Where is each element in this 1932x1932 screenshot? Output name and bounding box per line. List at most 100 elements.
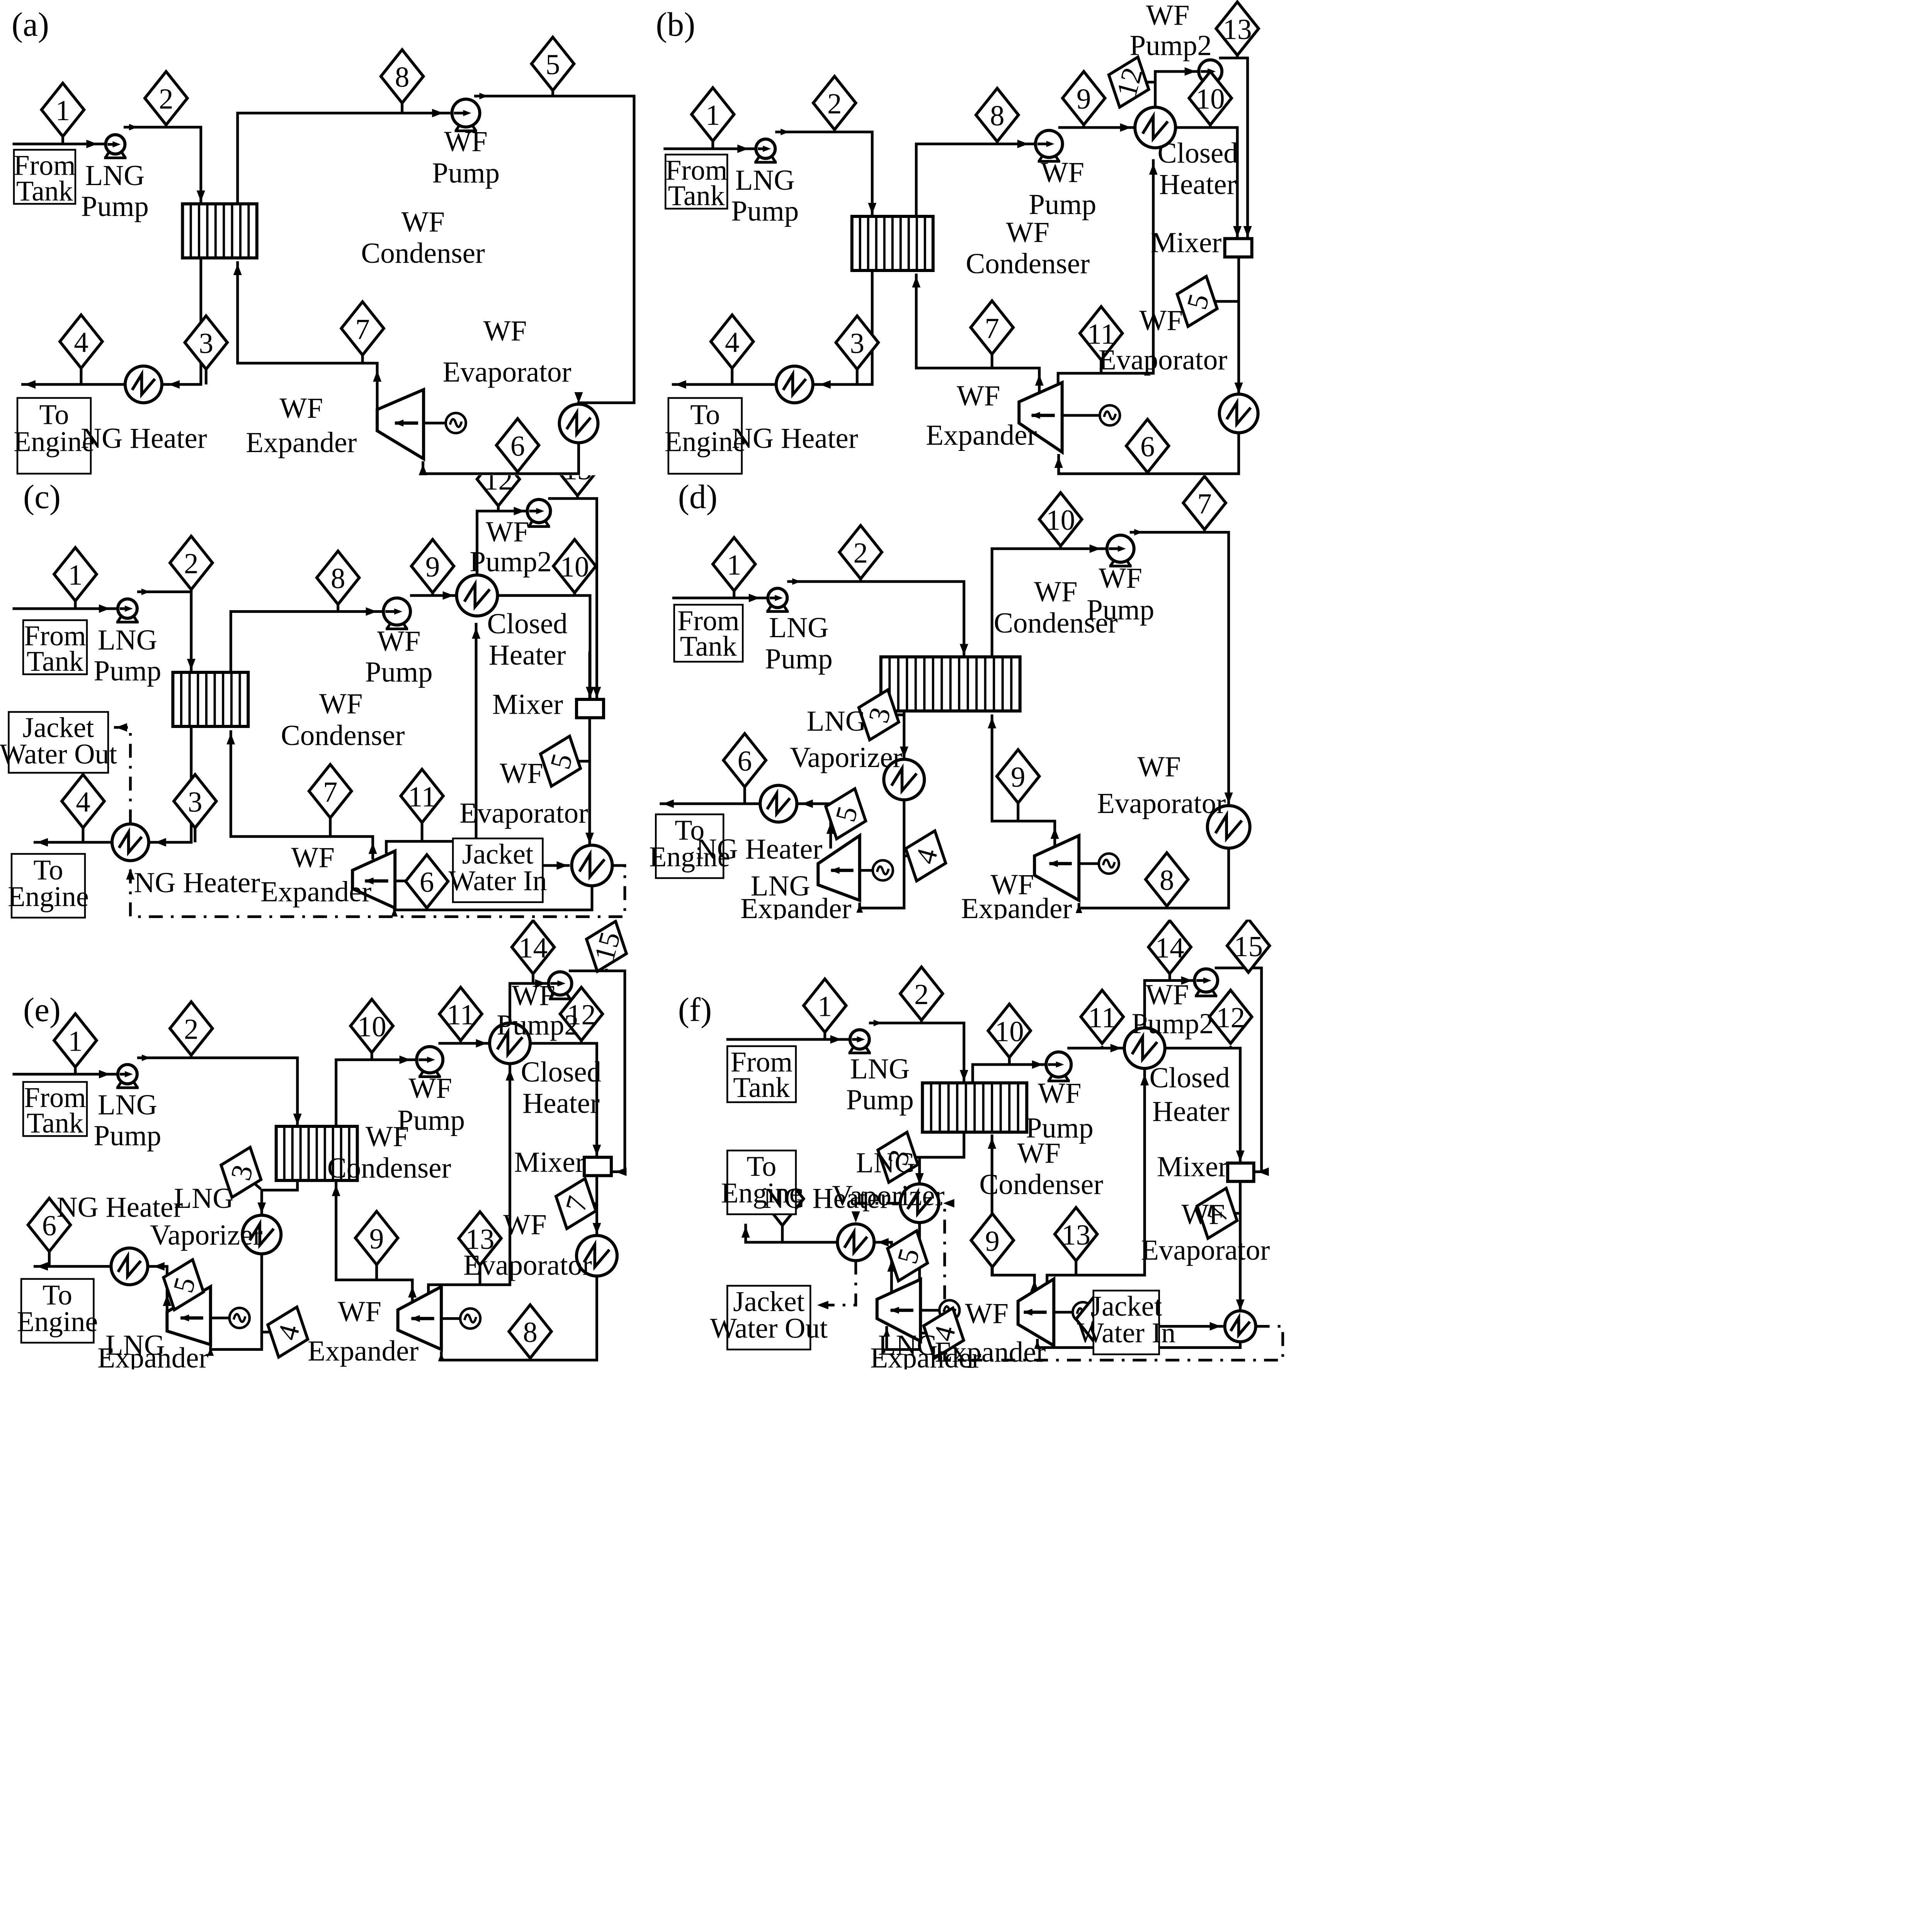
component-label: LNG — [174, 1182, 233, 1214]
arrowhead-icon — [1046, 141, 1054, 147]
component-label: Pump2 — [497, 1009, 578, 1041]
mixer-icon — [583, 1155, 613, 1177]
component-label: LNG — [735, 164, 795, 196]
pump-icon — [754, 138, 777, 164]
component-label: Evaporator — [1097, 787, 1226, 820]
node-number: 6 — [510, 430, 525, 462]
node-number: 3 — [199, 327, 213, 359]
terminal-box-label: Water In — [1077, 1317, 1175, 1349]
arrowhead-icon — [1236, 1299, 1245, 1311]
component-label: WF — [408, 1072, 452, 1104]
arrowhead-icon — [737, 145, 749, 153]
arrowhead-icon — [1031, 412, 1040, 419]
stream-node: 14 — [1146, 920, 1193, 976]
panel-label: (e) — [23, 991, 61, 1029]
component-label: Pump — [1087, 594, 1154, 626]
heat-exchanger-icon — [1223, 1309, 1257, 1344]
node-number: 7 — [1197, 488, 1212, 520]
component-label: LNG — [98, 1089, 157, 1121]
arrowhead-icon — [438, 1352, 445, 1361]
arrowhead-icon — [592, 687, 601, 698]
stream-node: 5 — [1175, 274, 1219, 329]
component-label: Pump — [397, 1104, 465, 1136]
arrowhead-icon — [615, 1167, 627, 1176]
heat-exchanger-icon — [455, 573, 499, 618]
arrowhead-icon — [141, 588, 150, 595]
node-number: 10 — [1046, 504, 1075, 536]
component-label: Condenser — [327, 1152, 451, 1184]
component-label: WF — [500, 757, 543, 789]
terminal-box-label: To — [43, 1279, 72, 1311]
heat-exchanger-icon — [836, 1222, 876, 1262]
flow-line — [137, 1056, 299, 1126]
arrowhead-icon — [36, 1262, 48, 1271]
stream-node: 4 — [904, 828, 947, 883]
arrowhead-icon — [662, 799, 674, 808]
component-label: Heater — [522, 1087, 600, 1119]
component-label: Condenser — [361, 237, 485, 269]
arrowhead-icon — [233, 264, 242, 275]
node-number: 12 — [567, 999, 596, 1031]
stream-node: 2 — [837, 523, 884, 582]
stream-node: 1 — [801, 976, 848, 1035]
component-label: Evaporator — [443, 356, 571, 388]
flow-line — [21, 258, 202, 386]
figure-row: 12345678910111213FromTankToEngineJacketW… — [0, 475, 1288, 920]
arrowhead-icon — [126, 868, 135, 880]
stream-node: 5 — [529, 35, 576, 93]
arrowhead-icon — [959, 644, 968, 655]
condenser-icon — [879, 655, 1022, 713]
terminal-box-label: To — [33, 854, 63, 886]
flow-line — [260, 1180, 299, 1214]
flow-line — [236, 112, 451, 204]
flow-line — [918, 1132, 966, 1185]
component-label: WF — [1099, 562, 1143, 594]
arrowhead-icon — [536, 508, 544, 514]
arrowhead-icon — [168, 380, 180, 389]
flow-line — [1219, 56, 1249, 238]
flow-line — [385, 623, 478, 854]
node-number: 12 — [484, 475, 513, 496]
arrowhead-icon — [257, 1202, 266, 1214]
arrowhead-icon — [574, 392, 583, 403]
terminal-box-label: Jacket — [23, 712, 94, 743]
arrowhead-icon — [1140, 1074, 1149, 1085]
component-label: NG Heater — [696, 833, 822, 865]
component-label: WF — [377, 625, 420, 657]
node-number: 1 — [68, 559, 82, 591]
pump-icon — [848, 1028, 871, 1054]
node-number: 2 — [854, 537, 868, 569]
heat-exchanger-icon — [1206, 804, 1252, 850]
node-number: 15 — [1234, 931, 1263, 963]
component-label: Mixer — [1151, 227, 1221, 259]
stream-node: 1 — [52, 545, 99, 604]
generator-icon — [228, 1306, 251, 1330]
stream-node: 4 — [922, 1306, 966, 1361]
arrowhead-icon — [781, 129, 789, 135]
node-number: 4 — [74, 327, 88, 359]
arrowhead-icon — [226, 733, 235, 745]
component-label: WF — [1038, 1077, 1082, 1109]
flow-line — [530, 1042, 599, 1157]
heat-exchanger-icon — [1122, 1026, 1167, 1070]
node-number: 1 — [818, 991, 832, 1023]
node-number: 6 — [420, 866, 434, 898]
component-label: WF — [319, 688, 362, 720]
arrowhead-icon — [24, 380, 36, 389]
node-number: 9 — [425, 551, 440, 583]
stream-node: 8 — [507, 1302, 553, 1361]
node-number: 6 — [42, 1210, 56, 1242]
stream-node: 11 — [399, 767, 445, 825]
component-label: Expander — [97, 1342, 208, 1369]
terminal-box-label: From — [24, 620, 86, 652]
stream-node: 12 — [558, 985, 605, 1043]
arrowhead-icon — [129, 124, 138, 131]
component-label: WF — [512, 980, 555, 1012]
arrowhead-icon — [1089, 544, 1101, 553]
jacket-water-line — [854, 1202, 900, 1225]
node-number: 7 — [355, 313, 369, 345]
